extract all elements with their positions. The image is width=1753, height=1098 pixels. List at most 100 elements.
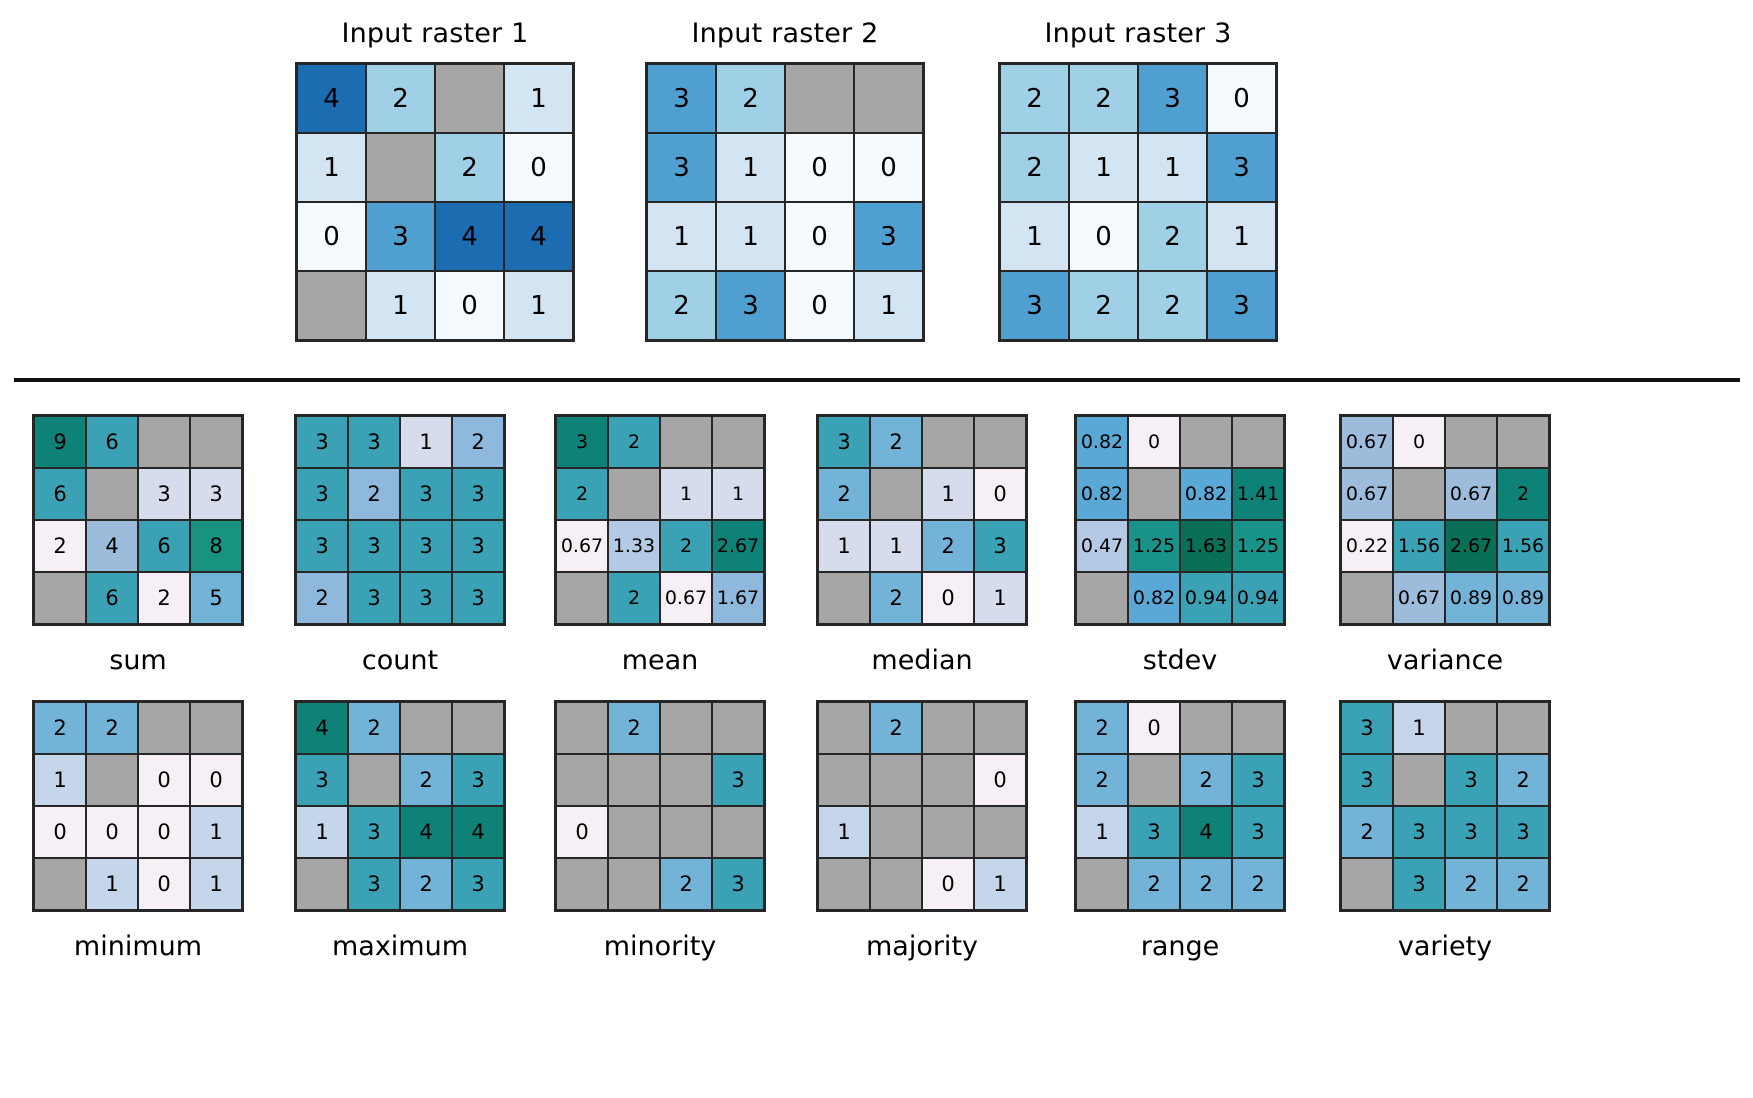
raster-cell: 0 [190,754,242,806]
raster-cell [400,702,452,754]
raster-cell [1393,754,1445,806]
raster-cell: 0 [556,806,608,858]
raster-cell: 2 [1497,754,1549,806]
raster-cell [138,416,190,468]
raster-cell: 4 [452,806,504,858]
raster-cell: 1.67 [712,572,764,624]
raster-cell [1180,702,1232,754]
input-raster-title-1: Input raster 1 [341,18,529,49]
raster-cell: 2 [1180,754,1232,806]
raster-cell [818,702,870,754]
raster-cell: 3 [854,202,923,271]
raster-cell [608,468,660,520]
raster-cell [1341,858,1393,910]
raster-cell: 2 [608,572,660,624]
raster-cell [608,806,660,858]
raster-cell [1232,416,1284,468]
raster-cell: 3 [647,64,716,133]
raster-cell [296,858,348,910]
raster-cell: 3 [400,468,452,520]
raster-cell: 1 [1207,202,1276,271]
raster-cell: 6 [86,572,138,624]
raster-cell [818,754,870,806]
output-label-minimum: minimum [73,931,203,962]
raster-cell: 0.82 [1128,572,1180,624]
raster-cell: 3 [348,806,400,858]
raster-cell: 0 [974,754,1026,806]
raster-cell: 0 [1128,702,1180,754]
raster-cell: 2 [366,64,435,133]
raster-cell [608,754,660,806]
raster-cell: 3 [1207,133,1276,202]
raster-cell: 3 [712,858,764,910]
raster-cell: 2 [870,572,922,624]
raster-cell [660,754,712,806]
raster-cell: 1 [190,858,242,910]
raster-cell: 1 [854,271,923,340]
raster-cell: 1 [818,520,870,572]
raster-cell: 0.89 [1497,572,1549,624]
raster-cell: 0.67 [660,572,712,624]
raster-cell: 4 [296,702,348,754]
raster-cell: 3 [1138,64,1207,133]
input-raster-title-2: Input raster 2 [691,18,879,49]
raster-cell: 2 [400,858,452,910]
raster-cell: 4 [504,202,573,271]
raster-cell [556,702,608,754]
raster-cell: 1 [870,520,922,572]
raster-cell [1341,572,1393,624]
raster-cell: 3 [348,416,400,468]
raster-cell: 2 [138,572,190,624]
raster-cell: 0 [34,806,86,858]
output-label-maximum: maximum [331,931,469,962]
raster-cell: 6 [138,520,190,572]
output-label-variety: variety [1397,931,1493,962]
raster-cell: 1 [34,754,86,806]
raster-cell: 1.56 [1393,520,1445,572]
raster-cell: 3 [1207,271,1276,340]
raster-cell [86,468,138,520]
raster-cell: 3 [296,754,348,806]
raster-cell [818,858,870,910]
raster-cell: 2 [870,702,922,754]
raster-cell [1497,702,1549,754]
raster-cell: 4 [435,202,504,271]
raster-cell: 0.22 [1341,520,1393,572]
raster-cell: 1 [366,271,435,340]
raster-cell: 2 [1000,64,1069,133]
raster-cell: 3 [1393,858,1445,910]
raster-cell: 2 [556,468,608,520]
raster-cell [818,572,870,624]
raster-cell: 2 [608,416,660,468]
raster-cell [1445,416,1497,468]
raster-cell: 0 [1069,202,1138,271]
raster-cell: 1.33 [608,520,660,572]
raster-cell: 0 [1128,416,1180,468]
raster-cell [190,702,242,754]
raster-cell: 0 [138,754,190,806]
raster-cell: 2 [1445,858,1497,910]
raster-cell: 2 [86,702,138,754]
section-divider [14,378,1740,382]
raster-cell [974,702,1026,754]
raster-cell: 2 [1232,858,1284,910]
raster-cell [1445,702,1497,754]
raster-cell: 1 [660,468,712,520]
raster-cell [556,754,608,806]
raster-cell: 2 [647,271,716,340]
raster-cell: 1 [818,806,870,858]
